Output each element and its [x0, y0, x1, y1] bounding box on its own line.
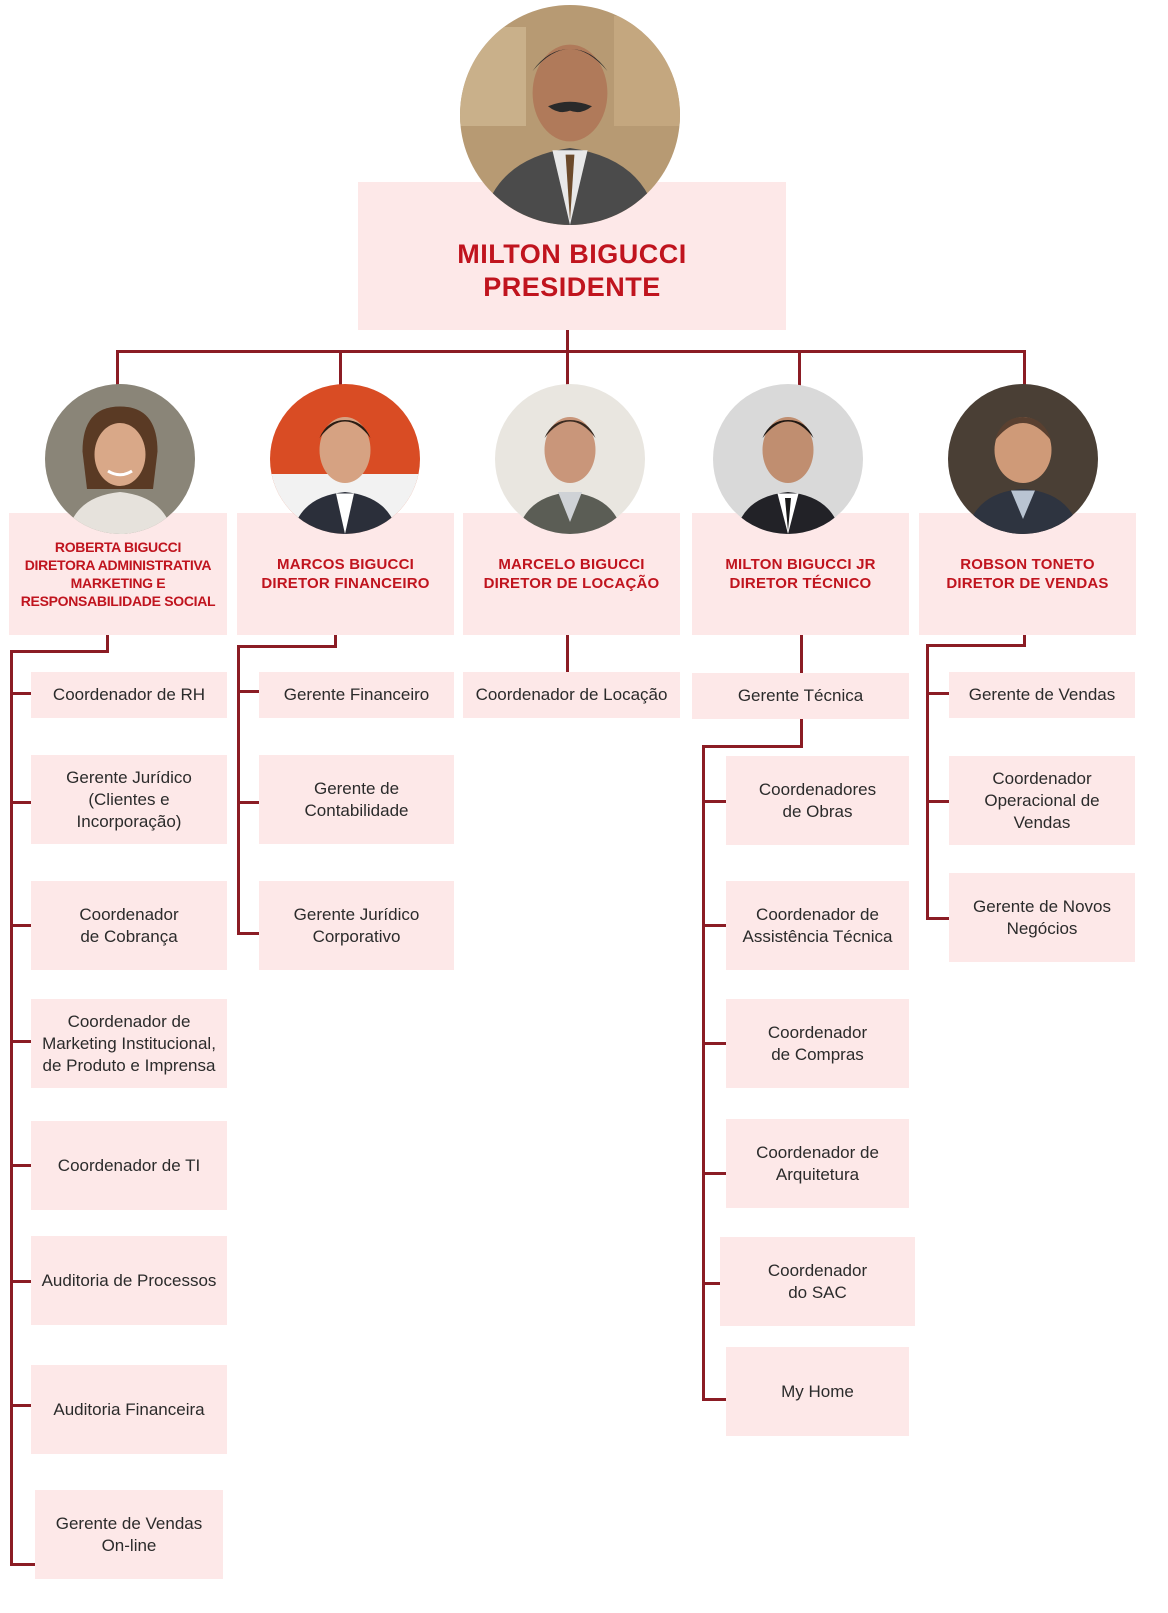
- connector-line: [926, 644, 929, 920]
- org-box-label: Coordenador Operacional de Vendas: [984, 768, 1100, 832]
- org-box: Gerente de Vendas On-line: [35, 1490, 223, 1579]
- org-box-label: My Home: [781, 1381, 854, 1401]
- connector-line: [116, 350, 1026, 353]
- connector-line: [237, 645, 337, 648]
- director-name-title: MARCELO BIGUCCI DIRETOR DE LOCAÇÃO: [483, 556, 660, 592]
- connector-line: [237, 801, 261, 804]
- connector-line: [926, 800, 950, 803]
- connector-line: [10, 924, 32, 927]
- org-box: Coordenador de RH: [31, 672, 227, 718]
- director-name-title: MARCOS BIGUCCI DIRETOR FINANCEIRO: [261, 556, 430, 592]
- org-box: Gerente Técnica: [692, 673, 909, 719]
- org-box-label: Gerente de Vendas On-line: [55, 1513, 203, 1555]
- director-portrait: [495, 384, 645, 534]
- connector-line: [1023, 350, 1026, 386]
- connector-line: [237, 690, 261, 693]
- org-box: Coordenador de TI: [31, 1121, 227, 1210]
- connector-line: [339, 350, 342, 386]
- president-name-title: MILTON BIGUCCI PRESIDENTE: [457, 239, 687, 302]
- org-box: Auditoria de Processos: [31, 1236, 227, 1325]
- org-box: Coordenador de Cobrança: [31, 881, 227, 970]
- connector-line: [10, 692, 32, 695]
- connector-line: [106, 634, 109, 652]
- org-box-label: Auditoria de Processos: [41, 1270, 217, 1290]
- connector-line: [566, 330, 569, 354]
- connector-line: [10, 1280, 32, 1283]
- org-box: Gerente Jurídico Corporativo: [259, 881, 454, 970]
- org-box-label: Gerente de Novos Negócios: [973, 896, 1111, 938]
- director-portrait: [713, 384, 863, 534]
- connector-line: [10, 1040, 32, 1043]
- director-portrait: [45, 384, 195, 534]
- connector-line: [702, 924, 726, 927]
- director-name-title: ROBERTA BIGUCCI DIRETORA ADMINISTRATIVA …: [20, 539, 216, 609]
- director-portrait: [948, 384, 1098, 534]
- connector-line: [10, 1563, 36, 1566]
- org-box-label: Coordenador de Marketing Institucional, …: [42, 1011, 216, 1075]
- org-box-label: Gerente Técnica: [737, 686, 864, 705]
- connector-line: [237, 645, 240, 935]
- org-box-label: Coordenador de Arquitetura: [756, 1142, 879, 1184]
- org-box-label: Auditoria Financeira: [53, 1399, 205, 1419]
- connector-line: [702, 1398, 726, 1401]
- connector-line: [10, 1164, 32, 1167]
- connector-line: [237, 932, 261, 935]
- org-box-label: Coordenador de Cobrança: [79, 904, 179, 946]
- org-box-label: Gerente Jurídico (Clientes e Incorporaçã…: [66, 767, 192, 831]
- org-box: Coordenador de Arquitetura: [726, 1119, 909, 1208]
- president-portrait: [460, 5, 680, 225]
- connector-line: [1023, 634, 1026, 646]
- org-box: Coordenador de Locação: [463, 672, 680, 718]
- org-box: Coordenadores de Obras: [726, 756, 909, 845]
- org-box-label: Gerente Financeiro: [283, 685, 430, 704]
- org-box: My Home: [726, 1347, 909, 1436]
- connector-line: [10, 650, 109, 653]
- org-box-label: Gerente de Vendas: [968, 685, 1116, 704]
- org-box-label: Coordenador de RH: [52, 685, 206, 704]
- org-box: Coordenador do SAC: [720, 1237, 915, 1326]
- connector-line: [702, 745, 803, 748]
- org-box: Auditoria Financeira: [31, 1365, 227, 1454]
- director-box-roberta: ROBERTA BIGUCCI DIRETORA ADMINISTRATIVA …: [9, 513, 227, 635]
- connector-line: [10, 801, 32, 804]
- org-box-label: Coordenador de Locação: [475, 685, 668, 704]
- org-box: Gerente de Contabilidade: [259, 755, 454, 844]
- connector-line: [10, 1404, 32, 1407]
- connector-line: [800, 716, 803, 748]
- connector-line: [926, 692, 950, 695]
- connector-line: [334, 634, 337, 648]
- connector-line: [798, 350, 801, 386]
- connector-line: [116, 350, 119, 386]
- director-name-title: MILTON BIGUCCI JR DIRETOR TÉCNICO: [725, 556, 876, 592]
- org-box: Gerente de Novos Negócios: [949, 873, 1135, 962]
- connector-line: [702, 1042, 726, 1045]
- org-box: Gerente Jurídico (Clientes e Incorporaçã…: [31, 755, 227, 844]
- org-box: Gerente Financeiro: [259, 672, 454, 718]
- org-box-label: Coordenador do SAC: [767, 1260, 868, 1302]
- org-box-label: Gerente de Contabilidade: [304, 778, 409, 820]
- org-box-label: Coordenador de TI: [57, 1155, 201, 1175]
- connector-line: [702, 800, 726, 803]
- connector-line: [702, 1282, 722, 1285]
- org-box: Coordenador de Compras: [726, 999, 909, 1088]
- org-box-label: Coordenador de Assistência Técnica: [742, 904, 893, 946]
- connector-line: [10, 650, 13, 1566]
- org-box: Coordenador de Marketing Institucional, …: [31, 999, 227, 1088]
- org-box: Coordenador Operacional de Vendas: [949, 756, 1135, 845]
- connector-line: [566, 350, 569, 386]
- director-box-milton-jr: MILTON BIGUCCI JR DIRETOR TÉCNICO: [692, 513, 909, 635]
- director-portrait: [270, 384, 420, 534]
- org-box: Coordenador de Assistência Técnica: [726, 881, 909, 970]
- connector-line: [926, 644, 1026, 647]
- connector-line: [702, 745, 705, 1401]
- org-box: Gerente de Vendas: [949, 672, 1135, 718]
- org-box-label: Coordenadores de Obras: [758, 779, 877, 821]
- connector-line: [800, 634, 803, 674]
- director-name-title: ROBSON TONETO DIRETOR DE VENDAS: [946, 556, 1109, 592]
- connector-line: [926, 917, 950, 920]
- org-box-label: Coordenador de Compras: [767, 1022, 868, 1064]
- connector-line: [566, 634, 569, 674]
- org-box-label: Gerente Jurídico Corporativo: [293, 904, 420, 946]
- connector-line: [702, 1172, 726, 1175]
